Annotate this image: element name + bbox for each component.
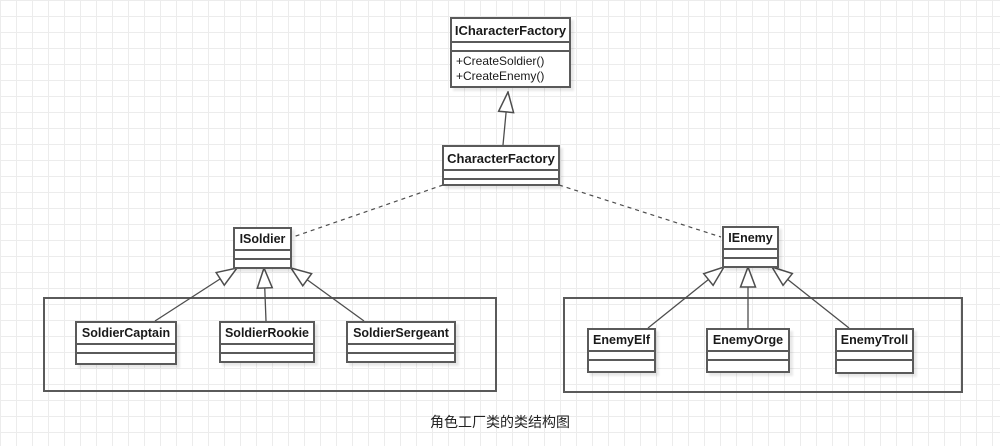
attributes-compartment [444, 169, 558, 178]
attributes-compartment [221, 343, 313, 352]
class-name-label: SoldierRookie [224, 326, 310, 340]
methods-compartment [444, 178, 558, 184]
class-name-label: EnemyOrge [712, 333, 784, 347]
attributes-compartment [235, 249, 290, 258]
attributes-compartment [708, 350, 788, 359]
methods-compartment [77, 352, 175, 363]
attributes-compartment [837, 350, 912, 359]
class-box-enemyelf[interactable]: EnemyElf [587, 328, 656, 373]
methods-compartment [221, 352, 313, 361]
class-box-ienemy[interactable]: IEnemy [722, 226, 779, 268]
method-label: +CreateSoldier() [456, 54, 545, 68]
dashed-connector-characterfactory-to-ienemy[interactable] [558, 184, 722, 238]
class-box-soldierrookie[interactable]: SoldierRookie [219, 321, 315, 363]
class-name-label: CharacterFactory [447, 150, 555, 166]
class-box-isoldier[interactable]: ISoldier [233, 227, 292, 269]
methods-compartment [724, 257, 777, 266]
attributes-compartment [348, 343, 454, 352]
attributes-compartment [724, 248, 777, 257]
diagram-caption[interactable]: 角色工厂类的类结构图 [430, 414, 570, 430]
class-box-enemytroll[interactable]: EnemyTroll [835, 328, 914, 374]
attributes-compartment [452, 41, 569, 50]
class-box-enemyorge[interactable]: EnemyOrge [706, 328, 790, 373]
methods-compartment [235, 258, 290, 267]
methods-compartment [348, 352, 454, 361]
class-name-label: ISoldier [239, 232, 286, 246]
generalization-arrow-characterfactory-to-icharacterfactory[interactable] [503, 92, 508, 146]
methods-compartment [589, 359, 654, 371]
class-box-icharacterfactory[interactable]: ICharacterFactory +CreateSoldier() +Crea… [450, 17, 571, 88]
methods-compartment [708, 359, 788, 371]
class-name-label: IEnemy [728, 231, 773, 245]
methods-compartment [837, 359, 912, 372]
class-name-label: EnemyElf [593, 333, 650, 347]
method-label: +CreateEnemy() [456, 69, 545, 83]
class-name-label: ICharacterFactory [454, 22, 567, 38]
class-name-label: SoldierSergeant [353, 326, 449, 340]
class-box-soldiersergeant[interactable]: SoldierSergeant [346, 321, 456, 363]
class-box-characterfactory[interactable]: CharacterFactory [442, 145, 560, 186]
attributes-compartment [589, 350, 654, 359]
attributes-compartment [77, 343, 175, 352]
enemy-group-frame[interactable] [563, 297, 963, 393]
class-name-label: SoldierCaptain [81, 326, 171, 340]
soldier-group-frame[interactable] [43, 297, 497, 392]
methods-compartment: +CreateSoldier() +CreateEnemy() [452, 50, 569, 86]
class-box-soldiercaptain[interactable]: SoldierCaptain [75, 321, 177, 365]
class-name-label: EnemyTroll [840, 333, 909, 347]
dashed-connector-characterfactory-to-isoldier[interactable] [292, 184, 444, 238]
